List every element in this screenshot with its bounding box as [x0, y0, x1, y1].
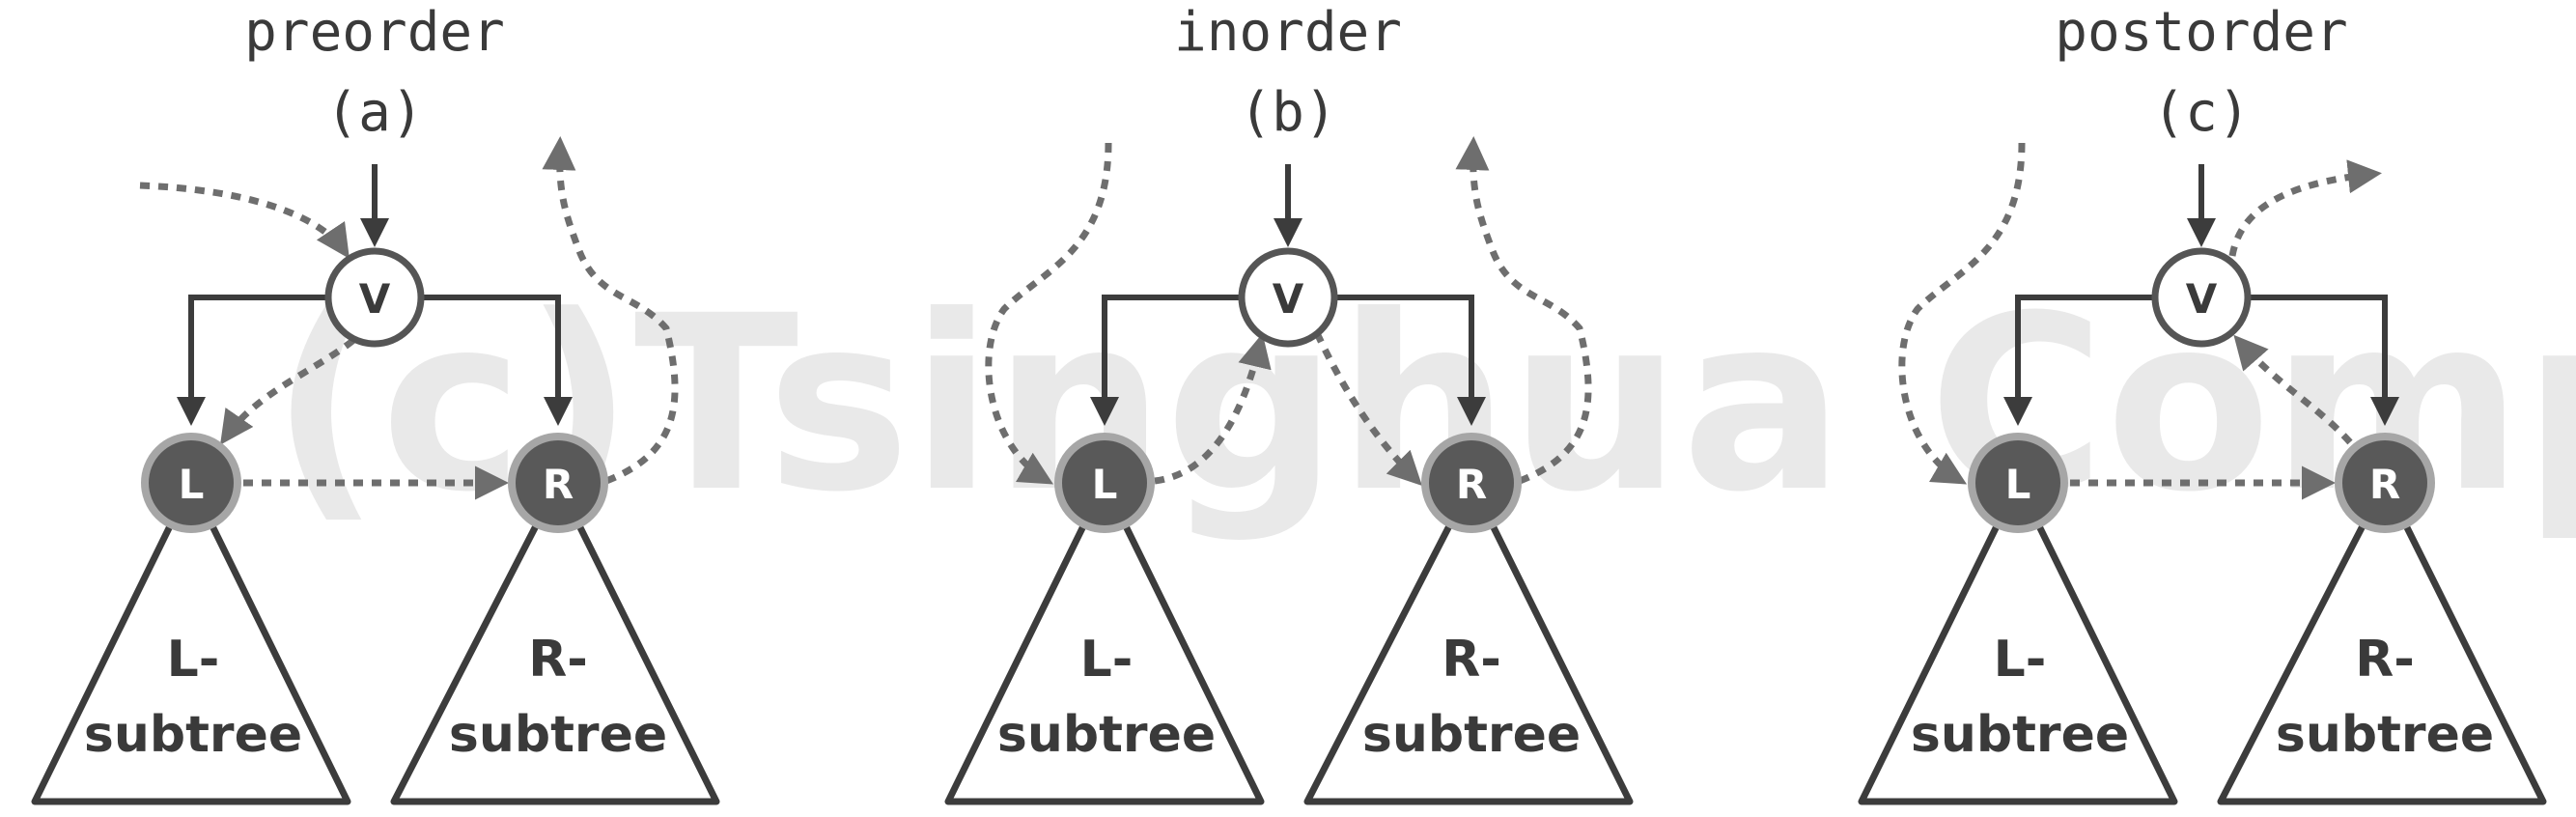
flow-path-enter	[139, 182, 350, 259]
right-subtree-triangle	[390, 479, 720, 805]
panel-label: (b)	[1239, 81, 1336, 144]
left-child-node	[1968, 433, 2068, 533]
right-subtree-triangle	[2217, 479, 2547, 805]
right-subtree-label: R-	[1442, 631, 1501, 689]
flow-path-enter	[985, 142, 1112, 485]
right-subtree-label-2: subtree	[2276, 706, 2494, 764]
panel-postorder: postorder (c) V L R L- subtree R- subtre…	[1858, 1, 2547, 805]
right-child-label: R	[2369, 461, 2400, 508]
flow-path-right-to-root	[2233, 334, 2353, 445]
left-subtree-triangle	[944, 479, 1265, 805]
root-node-v	[1238, 247, 1338, 348]
left-subtree-label-2: subtree	[997, 706, 1216, 764]
edge-root-left	[177, 295, 328, 426]
left-subtree-label: L-	[1994, 631, 2047, 689]
flow-path-exit	[1455, 136, 1592, 485]
right-child-label: R	[543, 461, 574, 508]
left-child-label: L	[2005, 461, 2031, 508]
panel-inorder: inorder (b) V L R L- subtree R- subtree	[944, 1, 1634, 805]
left-subtree-triangle	[1858, 479, 2178, 805]
flow-path-root-to-right	[1313, 331, 1422, 486]
edge-root-right	[1334, 295, 1486, 426]
right-subtree-triangle	[1303, 479, 1634, 805]
root-node-label: V	[2186, 275, 2218, 323]
root-node-label: V	[1273, 275, 1304, 323]
left-child-node	[141, 433, 241, 533]
right-subtree-label: R-	[2355, 631, 2415, 689]
edge-root-right	[421, 295, 573, 426]
left-subtree-label: L-	[167, 631, 220, 689]
edge-root-left	[1090, 295, 1242, 426]
flow-path-exit	[2228, 159, 2382, 257]
right-child-node	[1421, 433, 1522, 533]
panel-label: (a)	[325, 81, 423, 144]
left-subtree-triangle	[31, 479, 351, 805]
panel-label: (c)	[2152, 81, 2250, 144]
left-subtree-label-2: subtree	[1911, 706, 2129, 764]
right-subtree-label: R-	[528, 631, 588, 689]
panel-title: inorder	[1174, 1, 1402, 64]
panel-title: postorder	[2055, 1, 2347, 64]
right-subtree-label-2: subtree	[449, 706, 667, 764]
root-node-label: V	[359, 275, 391, 323]
left-child-node	[1054, 433, 1155, 533]
left-child-label: L	[179, 461, 205, 508]
flow-path-exit	[542, 136, 679, 485]
root-node-v	[2151, 247, 2252, 348]
panel-preorder: preorder (a) V L R L- subtree R- subtree	[31, 1, 720, 805]
flow-path-left-to-root	[1154, 333, 1272, 485]
right-child-node	[2335, 433, 2435, 533]
flow-path-root-to-left	[220, 325, 370, 445]
left-child-label: L	[1092, 461, 1118, 508]
right-child-node	[508, 433, 608, 533]
flow-path-enter	[1898, 142, 2026, 485]
edge-root-left	[2003, 295, 2155, 426]
edge-root-right	[2248, 295, 2399, 426]
root-node-v	[324, 247, 425, 348]
right-child-label: R	[1456, 461, 1487, 508]
right-subtree-label-2: subtree	[1362, 706, 1581, 764]
left-subtree-label: L-	[1080, 631, 1134, 689]
left-subtree-label-2: subtree	[84, 706, 302, 764]
panel-title: preorder	[244, 1, 505, 64]
